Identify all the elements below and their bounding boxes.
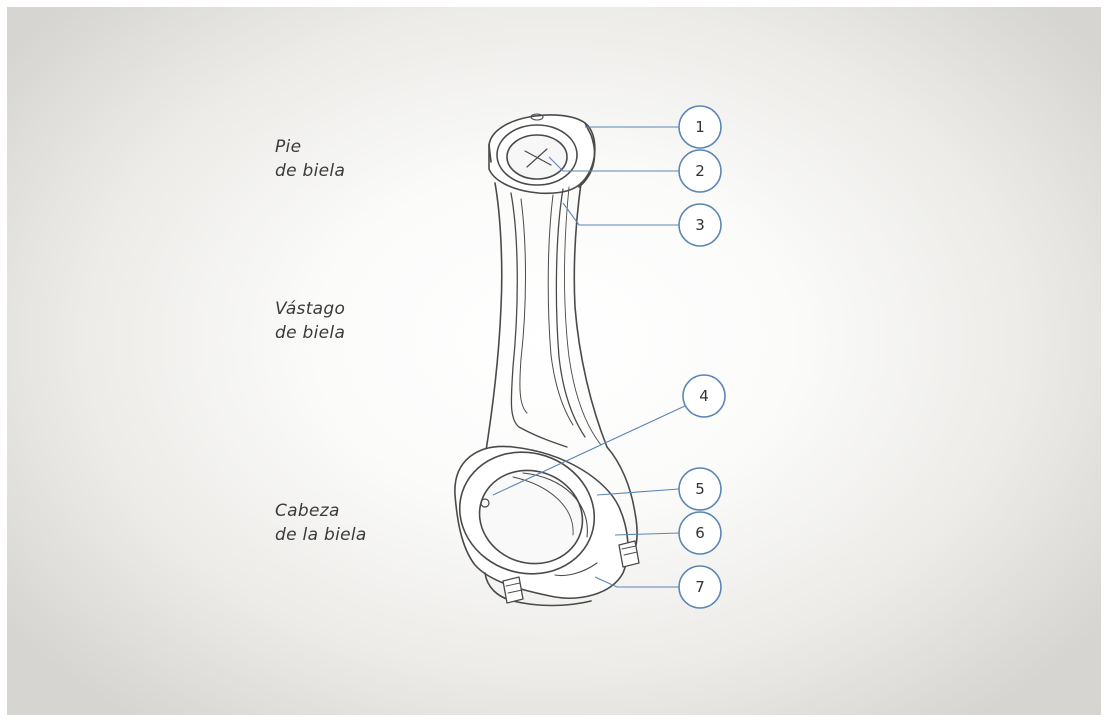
big-end: [444, 435, 639, 606]
callout-7: 7: [679, 566, 721, 608]
leader-3: [563, 203, 679, 225]
callout-4: 4: [683, 375, 725, 417]
callout-3: 3: [679, 204, 721, 246]
diagram-panel: Pie de biela Vástago de biela Cabeza de …: [7, 7, 1101, 715]
callout-2: 2: [679, 150, 721, 192]
callout-6-number: 6: [695, 524, 705, 542]
callout-5: 5: [679, 468, 721, 510]
small-end: [489, 114, 595, 193]
callout-2-number: 2: [695, 162, 705, 180]
callout-3-number: 3: [695, 216, 705, 234]
connecting-rod-drawing: 1 2 3 4 5 6 7: [7, 7, 1101, 715]
callout-1-number: 1: [695, 118, 705, 136]
callout-6: 6: [679, 512, 721, 554]
callout-7-number: 7: [695, 578, 705, 596]
callout-1: 1: [679, 106, 721, 148]
callout-5-number: 5: [695, 480, 705, 498]
shank: [485, 183, 607, 457]
callouts: 1 2 3 4 5 6 7: [679, 106, 725, 608]
callout-4-number: 4: [699, 387, 709, 405]
